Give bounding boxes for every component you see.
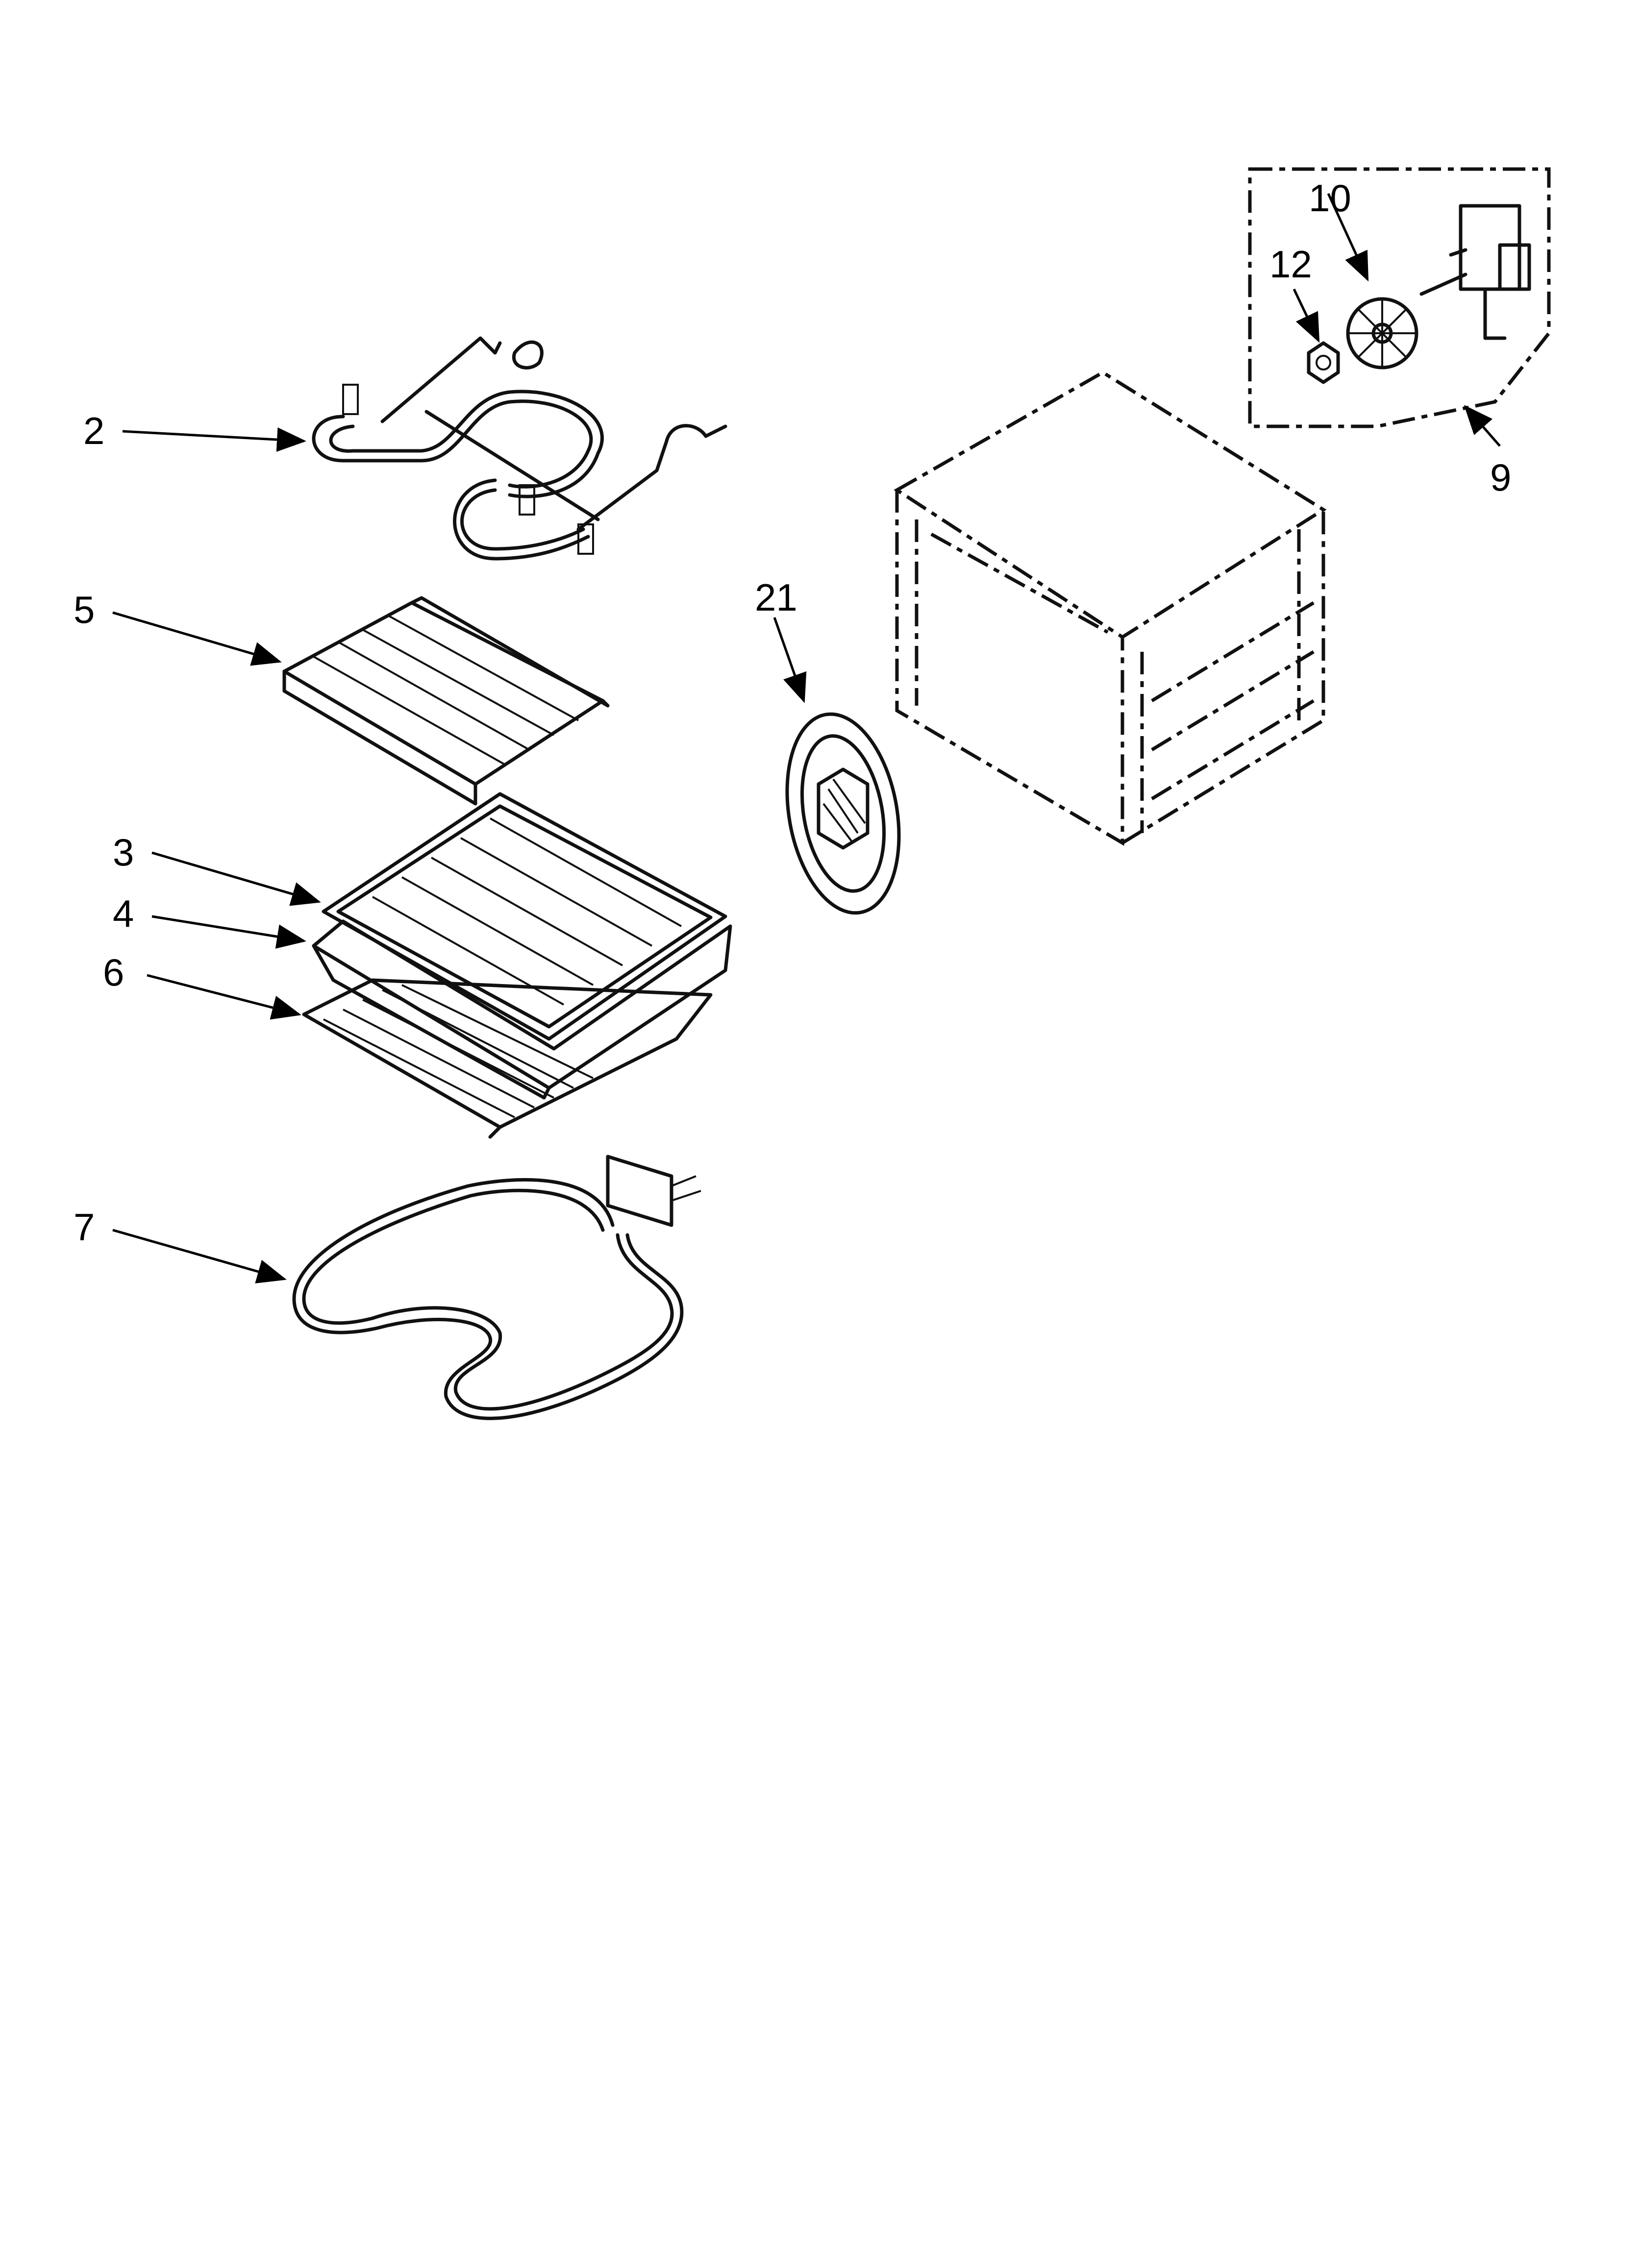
broiler-grid-part (322, 792, 727, 1041)
callout-4: 4 (113, 892, 134, 935)
lower-element-part (292, 1155, 701, 1420)
callout-12: 12 (1269, 243, 1312, 286)
callout-6: 6 (103, 951, 124, 994)
callout-9: 9 (1490, 456, 1512, 499)
nut-part (1307, 341, 1340, 384)
fan-blade-part (1346, 297, 1418, 370)
callout-3: 3 (113, 831, 134, 874)
upper-element-part (312, 336, 727, 561)
tray-part (282, 596, 610, 806)
callout-21: 21 (755, 576, 797, 619)
motor-assembly-box (1248, 167, 1551, 428)
oven-cavity-part (894, 370, 1327, 846)
oven-rack-part (302, 978, 713, 1139)
motor-part (1419, 204, 1531, 340)
callout-2: 2 (83, 409, 105, 452)
callout-5: 5 (74, 588, 95, 631)
callout-7: 7 (74, 1206, 95, 1249)
fan-cover-part (785, 712, 901, 915)
callout-10: 10 (1309, 176, 1351, 220)
